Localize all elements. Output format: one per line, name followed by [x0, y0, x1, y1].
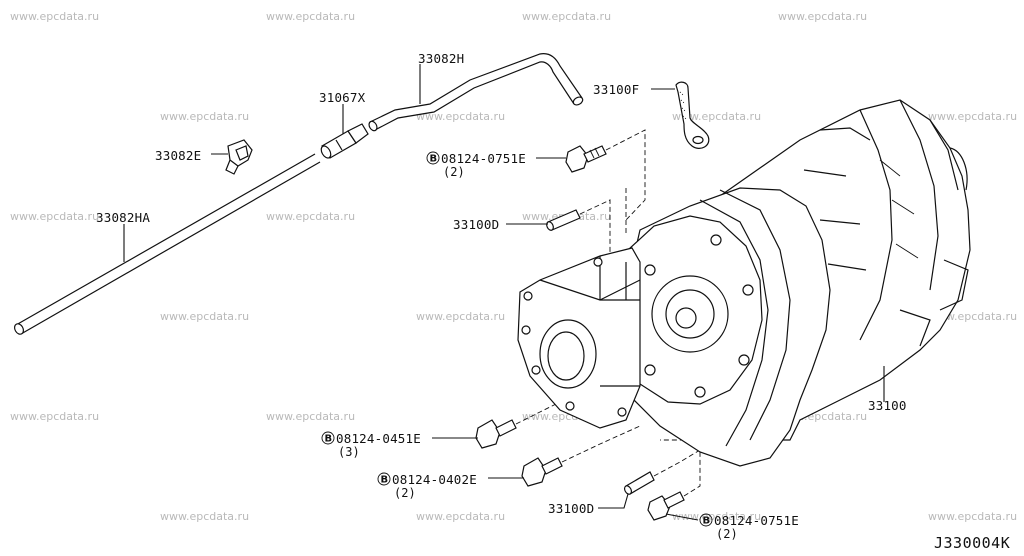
- watermark-text: www.epcdata.ru: [266, 410, 355, 423]
- watermark-text: www.epcdata.ru: [160, 510, 249, 523]
- bolt-0402e-text: 08124-0402E: [392, 472, 477, 487]
- diagram-code: J330004K: [934, 534, 1010, 552]
- part-labels: 33082H 31067X 33082E 33082HA 33100F B 08…: [96, 51, 1010, 552]
- watermark-text: www.epcdata.ru: [778, 10, 867, 23]
- watermark-text: www.epcdata.ru: [266, 10, 355, 23]
- connector-31067x-part[interactable]: [319, 123, 369, 160]
- label-31067x[interactable]: 31067X: [319, 90, 366, 105]
- hose-33082h-part[interactable]: [367, 53, 584, 132]
- bolt-0402e-qty: (2): [394, 486, 416, 500]
- watermark-text: www.epcdata.ru: [928, 510, 1017, 523]
- label-33082ha[interactable]: 33082HA: [96, 210, 150, 225]
- bolt-08124-0751e-bottom-part[interactable]: [647, 491, 685, 521]
- pin-33100d-top-part[interactable]: [545, 209, 581, 231]
- bolt-0751e-bottom-qty: (2): [716, 527, 738, 541]
- transfer-assembly-33100-part[interactable]: [517, 99, 971, 467]
- bolt-prefix-badge: B: [430, 154, 438, 165]
- bolt-prefix-badge: B: [703, 516, 711, 527]
- watermark-text: www.epcdata.ru: [10, 210, 99, 223]
- label-bolt-0751e-top[interactable]: B 08124-0751E (2): [426, 151, 526, 179]
- label-bolt-0751e-bottom[interactable]: B 08124-0751E (2): [699, 513, 799, 541]
- watermark-text: www.epcdata.ru: [416, 510, 505, 523]
- bolt-0751e-bottom-text: 08124-0751E: [714, 513, 799, 528]
- watermark-text: www.epcdata.ru: [928, 110, 1017, 123]
- clip-33082e-part[interactable]: [225, 139, 253, 175]
- watermark-text: www.epcdata.ru: [266, 210, 355, 223]
- bolt-0751e-top-text: 08124-0751E: [441, 151, 526, 166]
- label-33100d-bottom[interactable]: 33100D: [548, 501, 594, 516]
- watermark-text: www.epcdata.ru: [522, 10, 611, 23]
- bolt-08124-0402e-part[interactable]: [521, 457, 563, 487]
- label-33100f[interactable]: 33100F: [593, 82, 639, 97]
- pin-33100d-bottom-part[interactable]: [623, 471, 655, 495]
- watermark-text: www.epcdata.ru: [672, 110, 761, 123]
- watermark-text: www.epcdata.ru: [160, 110, 249, 123]
- bolt-0451e-qty: (3): [338, 445, 360, 459]
- watermark-text: www.epcdata.ru: [160, 310, 249, 323]
- label-33082h[interactable]: 33082H: [418, 51, 464, 66]
- label-bolt-0451e[interactable]: B 08124-0451E (3): [321, 431, 421, 459]
- bolt-0451e-text: 08124-0451E: [336, 431, 421, 446]
- bolt-0751e-top-qty: (2): [443, 165, 465, 179]
- watermark-text: www.epcdata.ru: [10, 410, 99, 423]
- bolt-08124-0751e-top-part[interactable]: [565, 145, 607, 173]
- label-33100d-top[interactable]: 33100D: [453, 217, 499, 232]
- watermark-text: www.epcdata.ru: [416, 310, 505, 323]
- leader-lines: [123, 64, 885, 521]
- watermark-text: www.epcdata.ru: [10, 10, 99, 23]
- bracket-33100f-part[interactable]: [675, 81, 710, 149]
- hose-33082ha-part[interactable]: [13, 153, 321, 336]
- watermark-text: www.epcdata.ru: [416, 110, 505, 123]
- bolt-08124-0451e-part[interactable]: [475, 419, 517, 449]
- label-bolt-0402e[interactable]: B 08124-0402E (2): [377, 472, 477, 500]
- label-33100[interactable]: 33100: [868, 398, 907, 413]
- bolt-prefix-badge: B: [325, 434, 333, 445]
- label-33082e[interactable]: 33082E: [155, 148, 201, 163]
- bolt-prefix-badge: B: [381, 475, 389, 486]
